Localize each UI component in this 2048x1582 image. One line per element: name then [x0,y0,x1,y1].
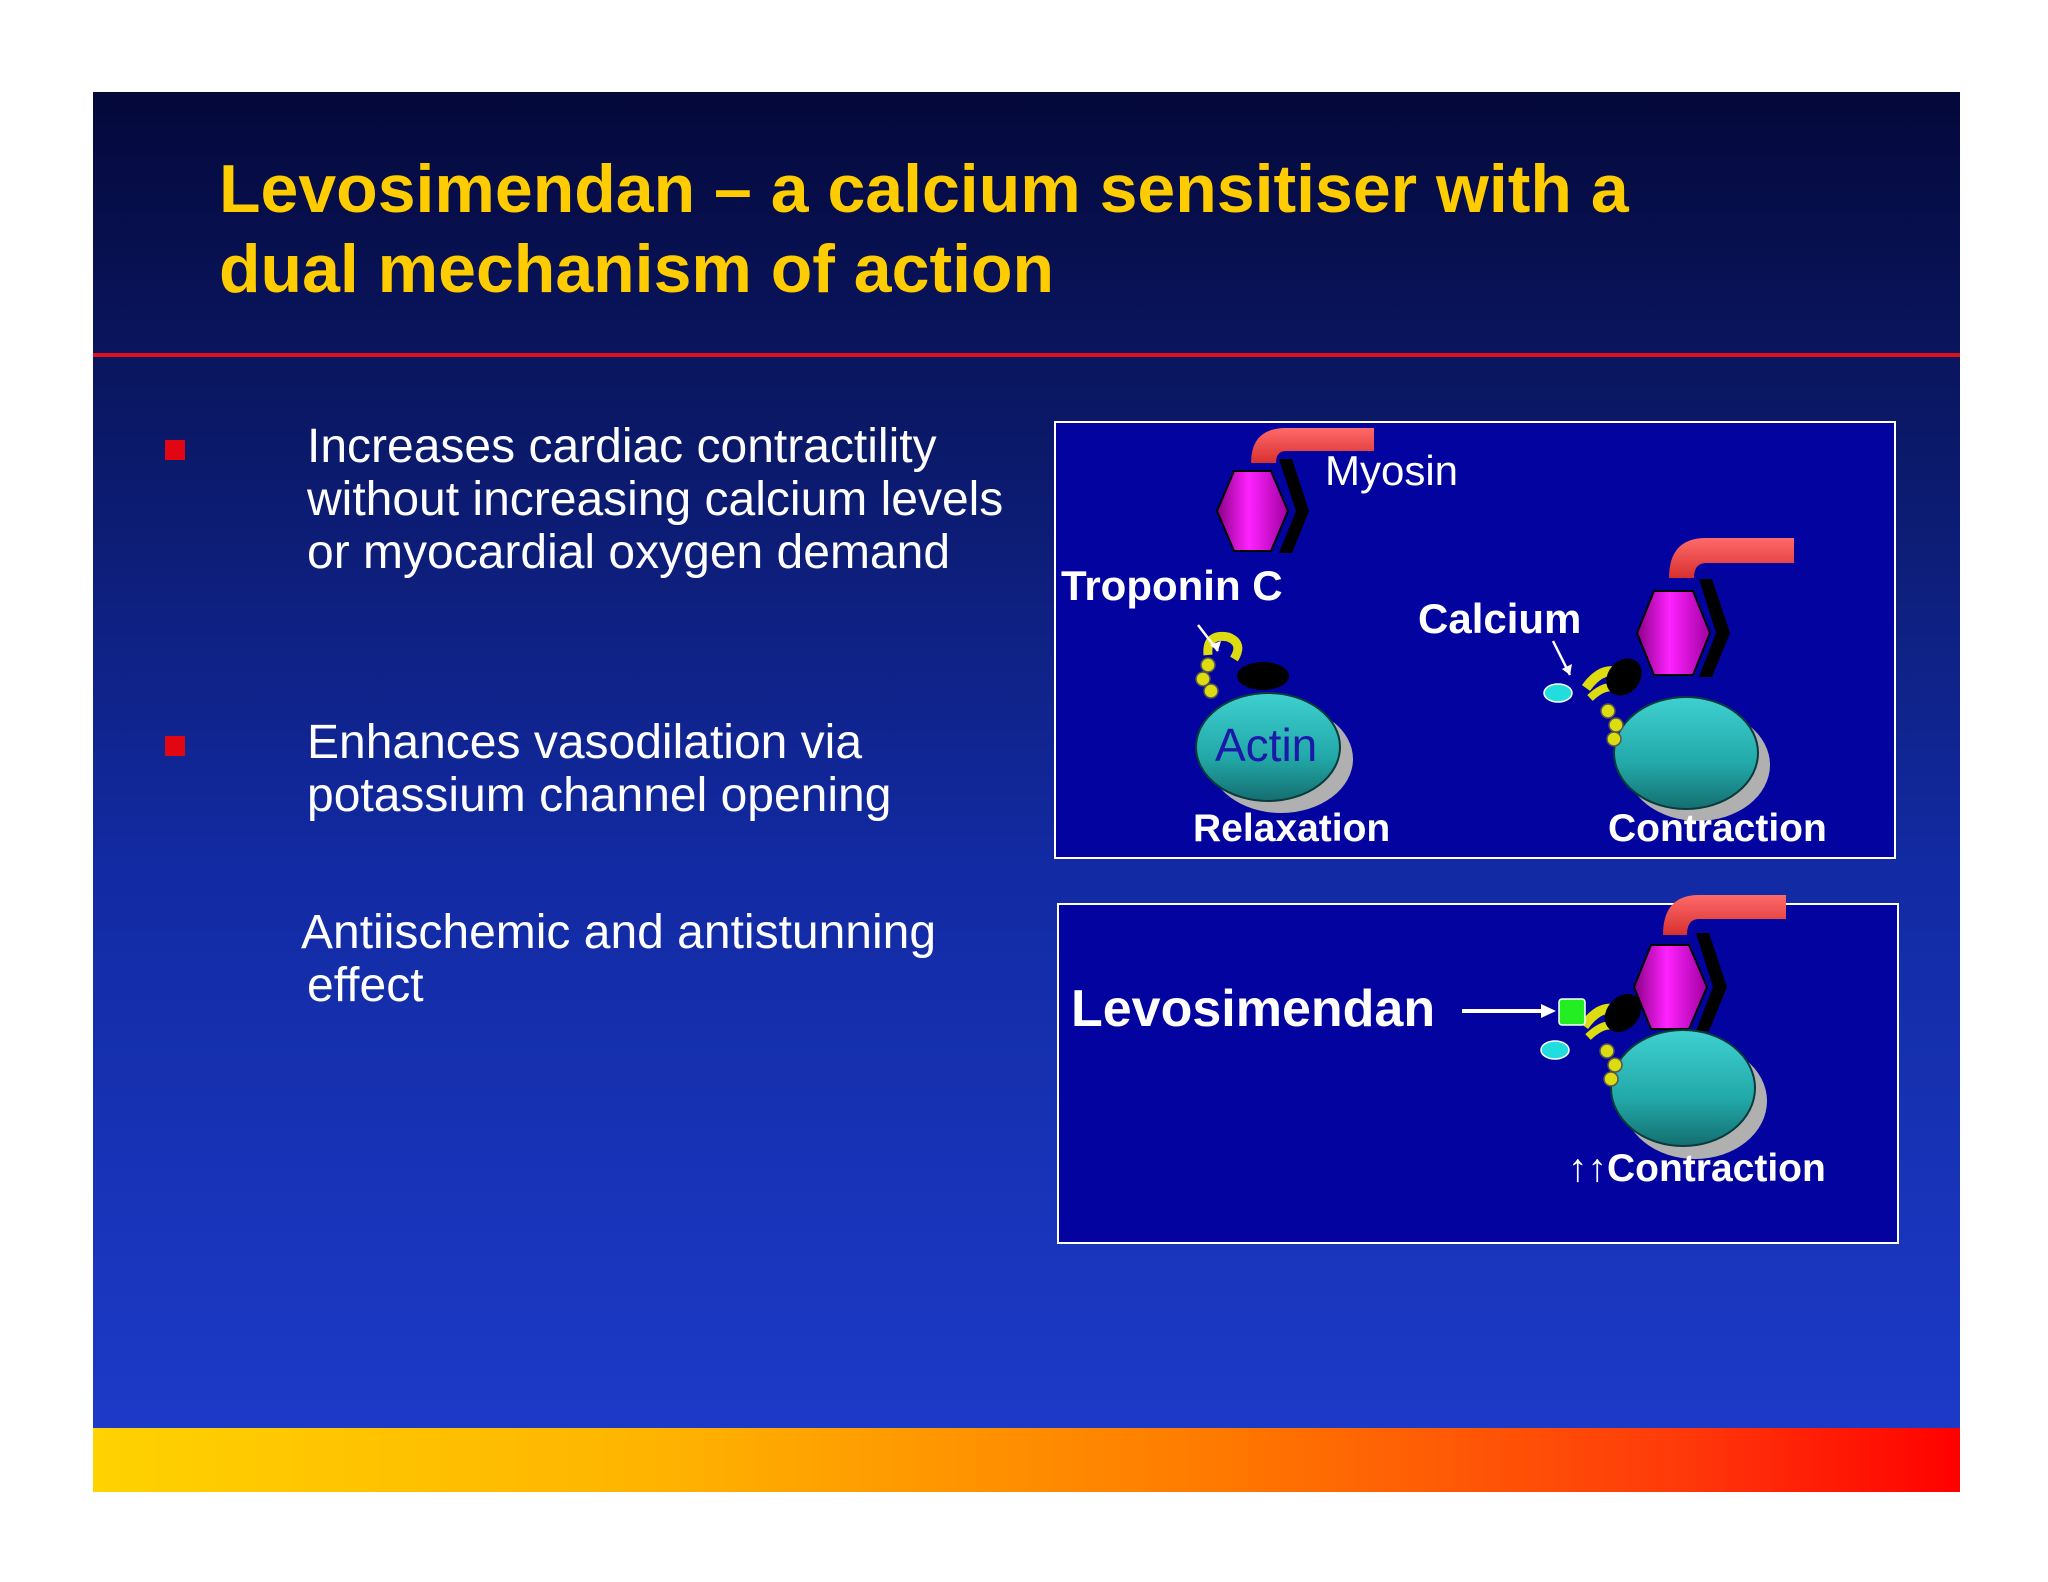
bullet-line: Enhances vasodilation via [307,716,863,769]
actin-label: Actin [1215,719,1318,771]
bullet-square-icon [165,440,185,460]
levosimendan-diagram [1462,895,1786,1159]
slide-title: Levosimendan – a calcium sensitiser with… [219,149,1819,309]
actin-left [1195,692,1353,813]
footer-gradient-bar [93,1428,1960,1492]
slide: Levosimendan – a calcium sensitiser with… [93,92,1960,1492]
myosin-left [1215,428,1374,553]
calcium-ion-icon [1540,1040,1570,1060]
bullet-line: potassium channel opening [307,769,892,822]
bullet-line: or myocardial oxygen demand [307,526,951,579]
title-line-1: Levosimendan – a calcium sensitiser with… [219,151,1629,227]
bullet-square-icon [165,736,185,756]
relaxation-label: Relaxation [1193,807,1391,850]
troponin-c-right [1543,658,1642,747]
troponin-c-bottom [1540,993,1642,1087]
actin-right [1613,696,1770,821]
troponin-c-label: Troponin C [1061,562,1283,609]
bullet-line: Increases cardiac contractility [307,420,937,473]
arrow-head-icon [1210,641,1221,651]
myosin-right [1635,538,1794,677]
bullet-text: Increases cardiac contractility without … [307,420,1087,579]
myosin-label: Myosin [1325,447,1459,494]
bullet-text: Antiischemic and antistunning effect [301,906,1081,1012]
calcium-ion-icon [1543,683,1573,703]
increased-contraction-label: ↑↑Contraction [1568,1147,1826,1190]
mechanism-panel-top: Myosin Troponin C Calcium Actin Relaxati… [1054,421,1896,859]
actin-bottom [1610,1029,1767,1159]
levosimendan-label: Levosimendan [1071,980,1436,1038]
bullet-line: Antiischemic and antistunning [301,906,937,959]
arrow-head-icon [1562,664,1572,675]
levosimendan-molecule-icon [1558,998,1586,1026]
bullet-line: without increasing calcium levels [307,473,1004,526]
calcium-label: Calcium [1418,595,1582,642]
myosin-bottom [1632,895,1786,1031]
contraction-label: Contraction [1608,807,1827,850]
arrow-head-icon [1541,1004,1556,1018]
title-divider [93,353,1960,357]
bullet-text: Enhances vasodilation via potassium chan… [307,716,1087,822]
troponin-c-left [1195,631,1289,699]
bullet-line: effect [307,959,424,1012]
title-line-2: dual mechanism of action [219,231,1055,307]
relaxation-contraction-diagram [1195,428,1794,821]
mechanism-panel-bottom: Levosimendan ↑↑Contraction [1057,895,1899,1244]
